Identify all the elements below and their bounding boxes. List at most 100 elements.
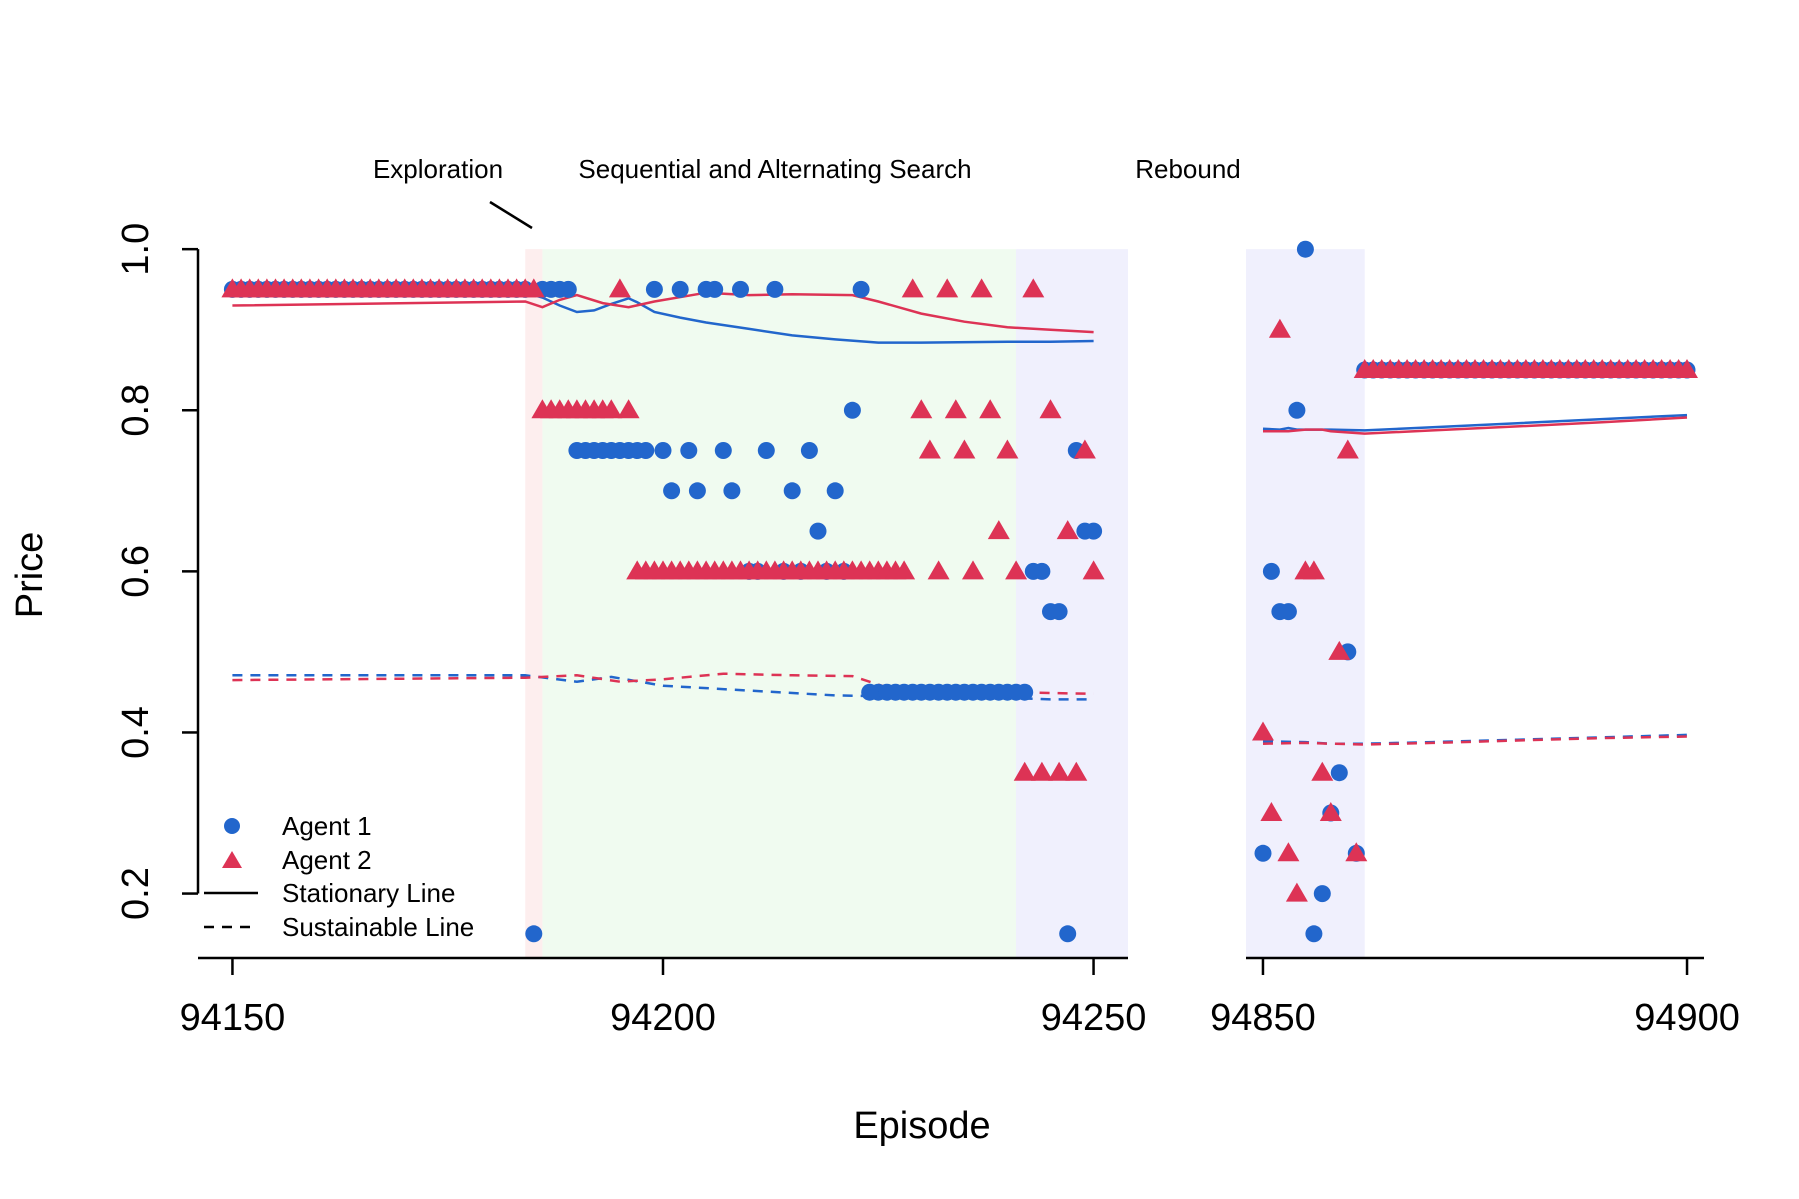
agent1-point	[1085, 522, 1103, 540]
phase-band	[525, 249, 543, 958]
agent2-point	[617, 399, 640, 419]
agent1-point	[852, 280, 870, 298]
x-tick-label: 94150	[180, 997, 286, 1039]
agent2-point	[944, 399, 967, 419]
legend-agent2-marker	[222, 851, 242, 868]
agent1-point	[843, 401, 861, 419]
y-tick-label: 0.2	[115, 867, 157, 920]
agent2-point	[927, 560, 950, 580]
legend-agent1-label: Agent 1	[282, 811, 372, 841]
y-tick-label: 0.6	[115, 545, 157, 598]
y-axis-title: Price	[9, 532, 51, 619]
agent1-point	[809, 522, 827, 540]
agent2-point	[996, 439, 1019, 459]
agent1-point	[706, 280, 724, 298]
phase-label: Rebound	[1135, 154, 1241, 184]
agent1-point	[1016, 683, 1034, 701]
agent1-point	[1050, 603, 1068, 621]
y-axis: 0.20.40.60.81.0	[115, 223, 200, 920]
agent1-point	[559, 280, 577, 298]
agent1-point	[1254, 844, 1272, 862]
agent2-stationary-line	[232, 291, 1094, 334]
agent1-point	[826, 482, 844, 500]
agent1-point	[723, 482, 741, 500]
agent1-point	[654, 442, 672, 459]
agent1-point	[1288, 401, 1306, 419]
agent2-point	[970, 278, 993, 298]
legend-agent1-marker	[224, 818, 240, 834]
agent2-point	[1302, 560, 1325, 580]
agent1-point	[680, 442, 698, 459]
agent2-point	[1030, 761, 1053, 781]
x-tick-label: 94850	[1210, 997, 1316, 1039]
agent2-point	[910, 399, 933, 419]
legend-stationary-label: Stationary Line	[282, 878, 455, 908]
agent2-point	[901, 278, 924, 298]
agent2-point	[1277, 842, 1300, 862]
agent1-point	[671, 280, 689, 298]
agent2-point	[987, 520, 1010, 540]
agent2-point	[893, 560, 916, 580]
legend-agent2-label: Agent 2	[282, 845, 372, 875]
agent1-point	[663, 482, 681, 500]
agent1-point	[1262, 562, 1280, 580]
agent2-point	[962, 560, 984, 580]
agent2-point	[1073, 439, 1096, 459]
agent2-point	[1039, 399, 1062, 419]
agent1-stationary-line	[232, 291, 1094, 344]
agent2-point	[936, 278, 959, 298]
agent2-point	[1056, 520, 1079, 540]
agent2-point	[1048, 761, 1071, 781]
y-tick-label: 1.0	[115, 223, 157, 276]
agent2-point	[1260, 802, 1283, 821]
agent1-point	[800, 442, 818, 459]
agent2-point	[1285, 882, 1308, 902]
agent2-point	[608, 278, 631, 298]
phase-label: Sequential and Alternating Search	[578, 154, 971, 184]
agent2-point	[1676, 359, 1698, 378]
agent1-point	[645, 280, 663, 298]
agent1-point	[1330, 764, 1348, 782]
agent2-point	[600, 399, 623, 419]
legend-sustainable-label: Sustainable Line	[282, 912, 474, 942]
agent2-point	[1311, 761, 1334, 781]
x-tick-label: 94900	[1634, 997, 1740, 1039]
agent2-point	[522, 278, 545, 298]
agent1-point	[714, 442, 732, 459]
agent2-point	[1268, 318, 1291, 338]
agent2-sustainable-line	[1262, 735, 1688, 746]
panel-2: Rebound 94850 94900	[1135, 154, 1740, 1039]
agent1-point	[766, 280, 784, 298]
agent2-point	[1345, 842, 1368, 862]
agent2-point	[918, 439, 941, 459]
agent2-point	[1082, 560, 1105, 580]
exploration-pointer-line	[489, 200, 533, 230]
agent1-point	[757, 442, 775, 459]
agent1-point	[1059, 925, 1077, 943]
legend: Agent 1 Agent 2 Stationary Line Sustaina…	[204, 811, 474, 942]
phase-band	[542, 249, 1017, 958]
agent1-point	[688, 482, 706, 500]
agent2-point	[1336, 439, 1359, 459]
agent2-point	[953, 439, 976, 459]
agent2-point	[1065, 761, 1088, 781]
x-tick-label: 94250	[1041, 997, 1147, 1039]
x-axis-title: Episode	[853, 1105, 990, 1147]
agent2-point	[979, 399, 1002, 419]
agent2-sustainable-line	[232, 672, 1094, 696]
x-tick-label: 94200	[610, 997, 716, 1039]
y-tick-label: 0.4	[115, 706, 157, 759]
agent1-point	[637, 442, 655, 459]
agent2-point	[1005, 560, 1028, 580]
agent1-point	[1279, 603, 1297, 621]
agent1-point	[783, 482, 801, 500]
phase-band	[1016, 249, 1128, 958]
phase-band	[1246, 249, 1365, 958]
agent1-stationary-line	[1262, 413, 1688, 432]
agent1-point	[525, 925, 543, 943]
agent1-point	[1296, 240, 1314, 258]
agent2-point	[1328, 640, 1351, 660]
